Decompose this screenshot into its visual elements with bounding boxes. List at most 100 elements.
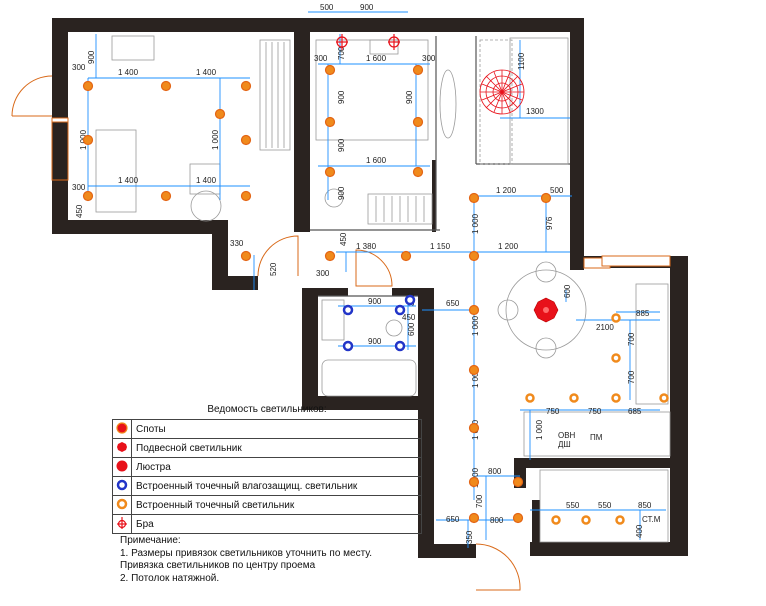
notes-line-3: 2. Потолок натяжной. <box>120 572 220 584</box>
legend-row: Подвесной светильник <box>112 438 422 458</box>
downlight-rings <box>525 313 669 525</box>
downlight <box>581 515 591 525</box>
dim-300-c: 300 <box>314 54 328 63</box>
dim-800-a: 800 <box>488 467 502 476</box>
dim-2100: 2100 <box>596 323 614 332</box>
notes-title: Примечание: <box>120 535 181 546</box>
legend-row: Бра <box>112 514 422 534</box>
dim-520: 520 <box>269 262 278 276</box>
wall-bottom-right <box>530 542 688 556</box>
dim-900-f: 900 <box>368 297 382 306</box>
dim-900-e: 900 <box>337 186 346 200</box>
waterproof-downlight-icon <box>116 479 128 490</box>
downlight <box>324 250 336 262</box>
dim-885: 885 <box>636 309 650 318</box>
windows <box>51 117 671 269</box>
chandelier-icon <box>116 460 128 471</box>
kitchen-counter <box>635 283 669 405</box>
downlights <box>82 64 552 524</box>
downlight <box>240 250 252 262</box>
door-bottom-arc <box>475 543 521 591</box>
desk-top <box>111 35 155 61</box>
bed-left <box>95 129 137 213</box>
legend-symbol <box>112 514 132 534</box>
legend-symbol <box>112 495 132 515</box>
waterproof-downlight <box>342 340 354 352</box>
dim-1150: 1 150 <box>430 242 451 251</box>
dim-650-a: 650 <box>446 299 460 308</box>
downlight <box>611 313 621 323</box>
dim-450-b: 450 <box>339 232 348 246</box>
dim-750-b: 750 <box>588 407 602 416</box>
legend-label: Споты <box>131 419 422 439</box>
waterproof-downlight <box>394 340 406 352</box>
dim-700-d: 700 <box>475 494 484 508</box>
wall-storage-left-2 <box>532 500 540 556</box>
sconce-icon <box>388 34 400 50</box>
dim-300-d: 300 <box>422 54 436 63</box>
appliance-washer: СТ.М <box>642 515 661 524</box>
legend-label: Бра <box>131 514 422 534</box>
downlight <box>240 134 252 146</box>
spot-red-icon <box>116 421 128 434</box>
dim-550-a: 550 <box>566 501 580 510</box>
downlight <box>468 364 480 376</box>
dim-650-b: 650 <box>446 515 460 524</box>
downlight <box>240 190 252 202</box>
dim-900-g: 900 <box>368 337 382 346</box>
downlight <box>324 116 336 128</box>
dim-450-a: 450 <box>75 204 84 218</box>
nightstand-center <box>369 39 399 55</box>
downlight <box>82 134 94 146</box>
dim-850: 850 <box>638 501 652 510</box>
legend-row: Споты <box>112 419 422 439</box>
downlight <box>82 80 94 92</box>
downlight <box>412 166 424 178</box>
legend-symbol <box>112 419 132 439</box>
furniture <box>95 35 671 543</box>
dim-900-d: 900 <box>337 138 346 152</box>
wall-top-left <box>52 18 308 32</box>
legend-table: Споты Подвесной светильник Люстра <box>112 419 422 534</box>
wall-right-upper <box>570 18 584 270</box>
sconces <box>336 34 400 50</box>
toilet <box>385 319 403 337</box>
dining-chair-3 <box>535 337 557 359</box>
dim-1400-c: 1 400 <box>118 176 139 185</box>
dim-1000-b: 1 000 <box>211 129 220 150</box>
downlight <box>611 393 621 403</box>
notes-line-1: 1. Размеры привязок светильников уточнит… <box>120 547 373 559</box>
dim-900-c: 900 <box>405 90 414 104</box>
downlight <box>540 192 552 204</box>
dim-1000-h: 1 000 <box>535 419 544 440</box>
downlight <box>525 393 535 403</box>
notes-line-2: Привязка светильников по центру проема <box>120 560 316 571</box>
dim-1200-b: 1 200 <box>498 242 519 251</box>
waterproof-downlights <box>342 294 416 352</box>
appliance-oven-top: ОВН <box>558 431 576 440</box>
legend-row: Встроенный точечный светильник <box>112 495 422 515</box>
waterproof-downlight <box>394 304 406 316</box>
dim-1000-c: 1 000 <box>471 213 480 234</box>
dining-table <box>505 269 587 351</box>
dim-300-b: 300 <box>72 183 86 192</box>
wall-step-a <box>212 220 228 290</box>
dim-1380: 1 380 <box>356 242 377 251</box>
dim-1000-d: 1 000 <box>471 315 480 336</box>
door-left-arc <box>11 75 53 117</box>
appliance-oven-bottom: ДШ <box>558 440 571 449</box>
downlight <box>468 250 480 262</box>
dim-330: 330 <box>230 239 244 248</box>
legend: Ведомость светильников: Споты Подвесной … <box>112 404 422 534</box>
dim-550-b: 550 <box>598 501 612 510</box>
wall-left-bottom <box>52 220 228 234</box>
legend-label: Подвесной светильник <box>131 438 422 458</box>
legend-symbol <box>112 438 132 458</box>
sink <box>321 299 345 341</box>
legend-title: Ведомость светильников: <box>207 404 327 415</box>
dim-1000-e: 1 000 <box>471 367 480 388</box>
downlight <box>569 393 579 403</box>
closet-rail <box>367 193 433 225</box>
chandelier-icon <box>479 69 525 115</box>
